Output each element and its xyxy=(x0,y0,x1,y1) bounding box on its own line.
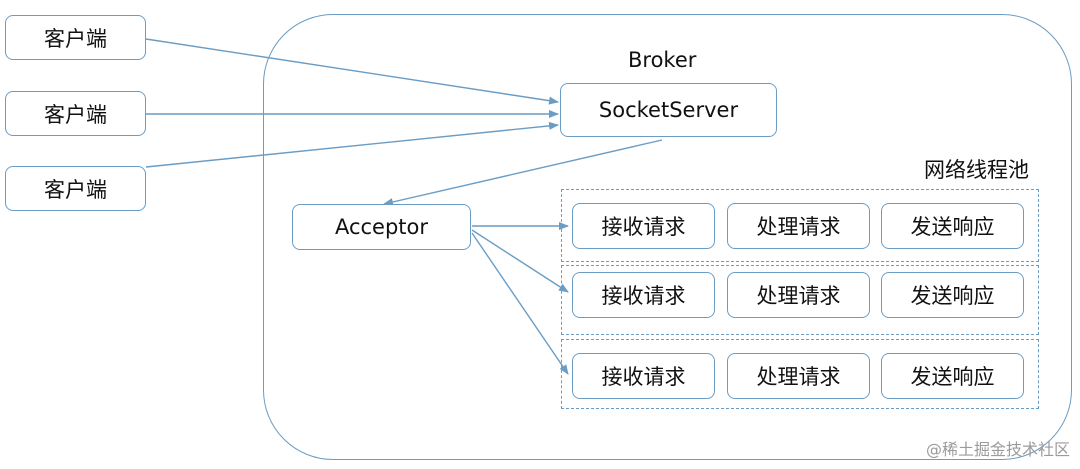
send-response-step: 发送响应 xyxy=(881,353,1024,399)
receive-request-step: 接收请求 xyxy=(572,272,715,318)
broker-label: Broker xyxy=(628,48,697,72)
thread-pool-row xyxy=(561,339,1039,409)
process-request-step: 处理请求 xyxy=(727,272,870,318)
thread-pool-label: 网络线程池 xyxy=(924,158,1029,182)
process-request-step: 处理请求 xyxy=(727,203,870,249)
receive-request-step: 接收请求 xyxy=(572,353,715,399)
receive-request-step: 接收请求 xyxy=(572,203,715,249)
client-3-to-socketserver-arrow xyxy=(145,121,559,168)
broker-container xyxy=(263,14,1072,460)
thread-pool-row xyxy=(561,189,1039,262)
thread-pool-row xyxy=(561,265,1039,335)
client-node: 客户端 xyxy=(5,15,146,60)
socketserver-node: SocketServer xyxy=(560,83,777,137)
acceptor-to-row-2-arrow xyxy=(471,229,569,293)
client-1-to-socketserver-arrow xyxy=(145,38,559,105)
watermark-text: @稀土掘金技术社区 xyxy=(925,440,1070,459)
process-request-step: 处理请求 xyxy=(727,353,870,399)
client-node: 客户端 xyxy=(5,91,146,136)
acceptor-node: Acceptor xyxy=(292,204,471,250)
socketserver-to-acceptor-arrow xyxy=(383,139,663,206)
send-response-step: 发送响应 xyxy=(881,203,1024,249)
client-node: 客户端 xyxy=(5,166,146,211)
send-response-step: 发送响应 xyxy=(881,272,1024,318)
acceptor-to-row-3-arrow xyxy=(471,232,569,375)
